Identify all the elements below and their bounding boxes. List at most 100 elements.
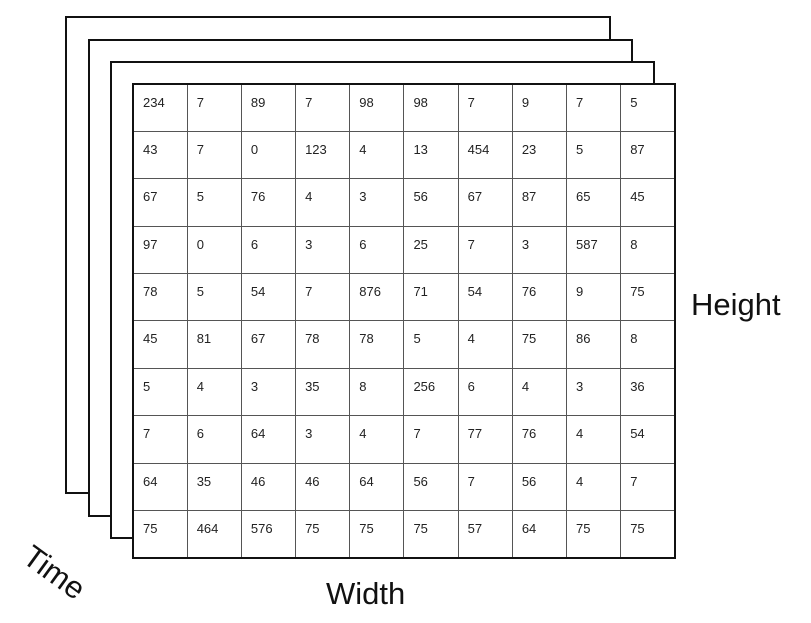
grid-cell: 6 [240, 225, 297, 275]
grid-cell: 4 [511, 367, 568, 417]
grid-cell: 6 [457, 367, 513, 417]
grid-cell: 46 [240, 462, 297, 512]
grid-cell: 6 [186, 415, 242, 464]
grid-cell: 86 [565, 320, 622, 369]
grid-cell: 7 [457, 225, 513, 275]
grid-cell: 76 [511, 415, 568, 464]
grid-cell: 75 [565, 510, 622, 559]
grid-cell: 98 [403, 83, 459, 132]
grid-cell: 7 [565, 83, 622, 132]
grid-cell: 97 [132, 225, 188, 275]
grid-cell: 8 [349, 367, 405, 417]
grid-cell: 35 [186, 462, 242, 512]
grid-cell: 5 [565, 130, 622, 180]
grid-cell: 98 [349, 83, 405, 132]
grid-cell: 64 [132, 462, 188, 512]
grid-cell: 75 [132, 510, 188, 559]
grid-cell: 23 [511, 130, 568, 180]
grid-cell: 3 [349, 178, 405, 227]
grid-cell: 45 [132, 320, 188, 369]
grid-cell: 4 [295, 178, 351, 227]
grid-cell: 75 [511, 320, 568, 369]
grid-cell: 36 [620, 367, 676, 417]
grid-cell: 7 [457, 83, 513, 132]
grid-cell: 3 [511, 225, 568, 275]
grid-cell: 587 [565, 225, 622, 275]
height-axis-label: Height [691, 287, 781, 322]
grid-cell: 4 [565, 415, 622, 464]
grid-cell: 75 [620, 510, 676, 559]
grid-cell: 57 [457, 510, 513, 559]
grid-cell: 78 [132, 273, 188, 322]
grid-cell: 4 [349, 130, 405, 180]
grid-cell: 75 [349, 510, 405, 559]
grid-cell: 75 [403, 510, 459, 559]
grid-cell: 76 [511, 273, 568, 322]
grid-cell: 7 [620, 462, 676, 512]
grid-cell: 56 [403, 178, 459, 227]
grid-cell: 3 [295, 225, 351, 275]
grid-cell: 77 [457, 415, 513, 464]
grid-cell: 35 [295, 367, 351, 417]
grid-cell: 46 [295, 462, 351, 512]
grid-cell: 4 [565, 462, 622, 512]
grid-cell: 3 [240, 367, 297, 417]
grid-cell: 7 [403, 415, 459, 464]
grid-cell: 7 [186, 130, 242, 180]
grid-cell: 454 [457, 130, 513, 180]
grid-cell: 123 [295, 130, 351, 180]
grid-cell: 71 [403, 273, 459, 322]
grid-cell: 4 [186, 367, 242, 417]
grid-cell: 75 [620, 273, 676, 322]
grid-cell: 87 [620, 130, 676, 180]
grid-cell: 5 [186, 178, 242, 227]
grid-cell: 9 [565, 273, 622, 322]
grid-cell: 81 [186, 320, 242, 369]
grid-cell: 7 [457, 462, 513, 512]
grid-cell: 876 [349, 273, 405, 322]
grid-cell: 5 [403, 320, 459, 369]
width-axis-label: Width [326, 576, 406, 611]
grid-cell: 67 [132, 178, 188, 227]
grid-cell: 64 [511, 510, 568, 559]
grid-cell: 8 [620, 320, 676, 369]
grid-cell: 9 [511, 83, 568, 132]
grid-cell: 7 [295, 83, 351, 132]
grid-cell: 7 [132, 415, 188, 464]
grid-cell: 89 [240, 83, 297, 132]
grid-cell: 576 [240, 510, 297, 559]
grid-cell: 87 [511, 178, 568, 227]
grid-cell: 67 [457, 178, 513, 227]
grid-cell: 54 [240, 273, 297, 322]
grid-cell: 3 [565, 367, 622, 417]
grid-cell: 65 [565, 178, 622, 227]
grid-cell: 6 [349, 225, 405, 275]
grid-cell: 43 [132, 130, 188, 180]
grid-cell: 56 [403, 462, 459, 512]
grid-cell: 56 [511, 462, 568, 512]
grid-cell: 8 [620, 225, 676, 275]
grid-cell: 5 [186, 273, 242, 322]
grid-cell: 25 [403, 225, 459, 275]
grid-cell: 64 [240, 415, 297, 464]
grid-cell: 464 [186, 510, 242, 559]
grid-cell: 0 [186, 225, 242, 275]
grid-cell: 3 [295, 415, 351, 464]
grid-cell: 54 [457, 273, 513, 322]
grid-cell: 7 [186, 83, 242, 132]
grid-cell: 78 [349, 320, 405, 369]
grid-cell: 7 [295, 273, 351, 322]
grid-cell: 4 [457, 320, 513, 369]
grid-cell: 0 [240, 130, 297, 180]
time-axis-label: Time [16, 538, 92, 607]
grid-cell: 5 [620, 83, 676, 132]
